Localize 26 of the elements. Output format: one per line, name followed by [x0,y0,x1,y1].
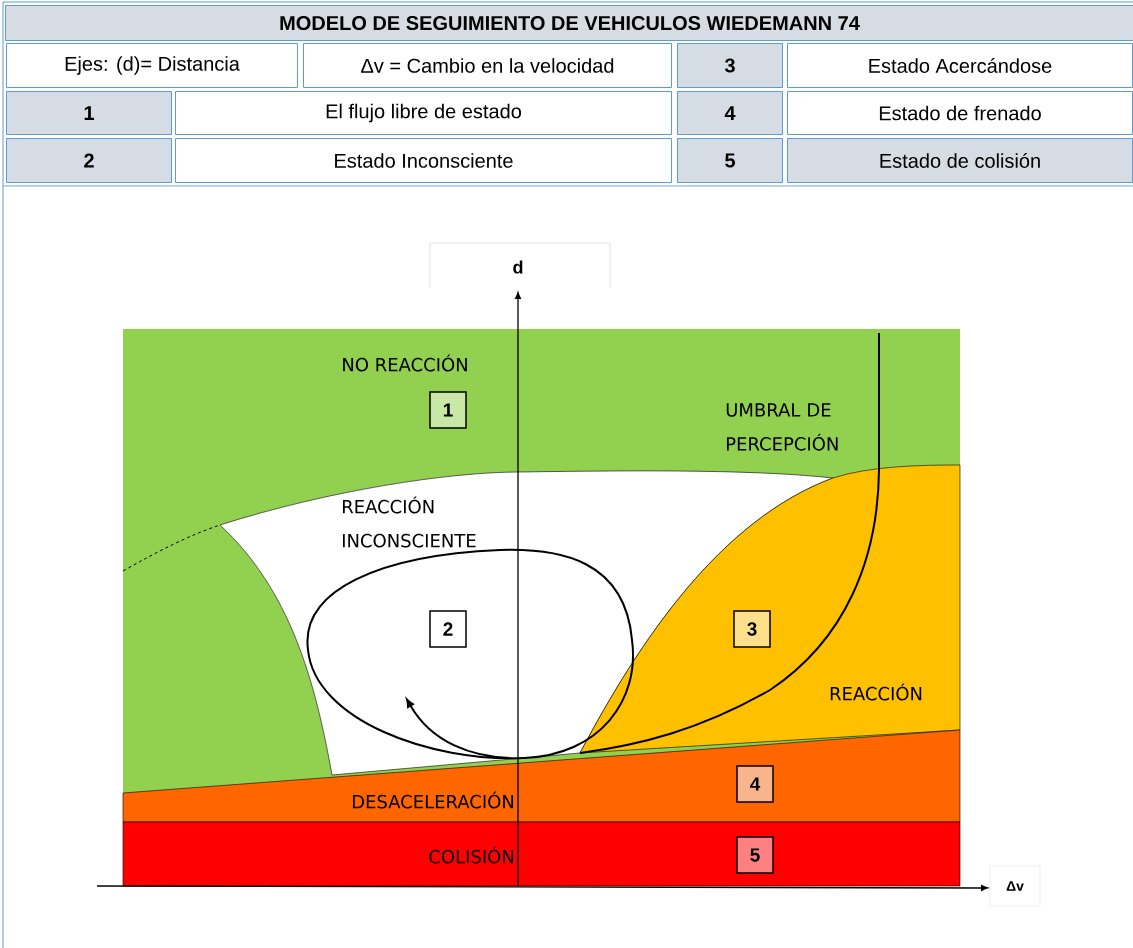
table-cell: Ejes: (d)= Distancia [6,43,298,88]
axis-label: Δv [1006,881,1024,891]
number-box: 5 [736,836,774,874]
table-header: MODELO DE SEGUIMIENTO DE VEHICULOS WIEDEMANN 74 [5,5,1133,41]
region-label: COLISIÓN [429,846,514,864]
region-label: NO REACCIÓN [343,354,467,372]
table-cell: 1 [6,91,172,135]
region-label: UMBRAL DE PERCEPCIÓN [726,403,838,451]
number-box: 2 [429,610,467,648]
table-cell: 5 [677,138,783,183]
table-cell: Δv = Cambio en la velocidad [303,43,672,88]
table-cell: Estado Inconsciente [175,138,672,183]
table-cell: 3 [677,43,783,88]
number-box: 1 [429,391,467,429]
table-cell: 4 [677,91,783,135]
number-box: 3 [733,610,771,648]
table-cell: El flujo libre de estado [175,91,672,135]
table-cell: 2 [6,138,172,183]
region-label: DESACELERACIÓN [352,791,514,809]
axis-label: d [513,260,523,274]
table-cell: Estado de colisión [787,138,1133,183]
table-cell: Estado de frenado [787,91,1133,135]
region-label: REACCIÓN [830,683,922,701]
table-cell: Estado Acercándose [787,43,1133,88]
region-label: REACCIÓN INCONSCIENTE [343,496,476,548]
number-box: 4 [736,765,774,803]
